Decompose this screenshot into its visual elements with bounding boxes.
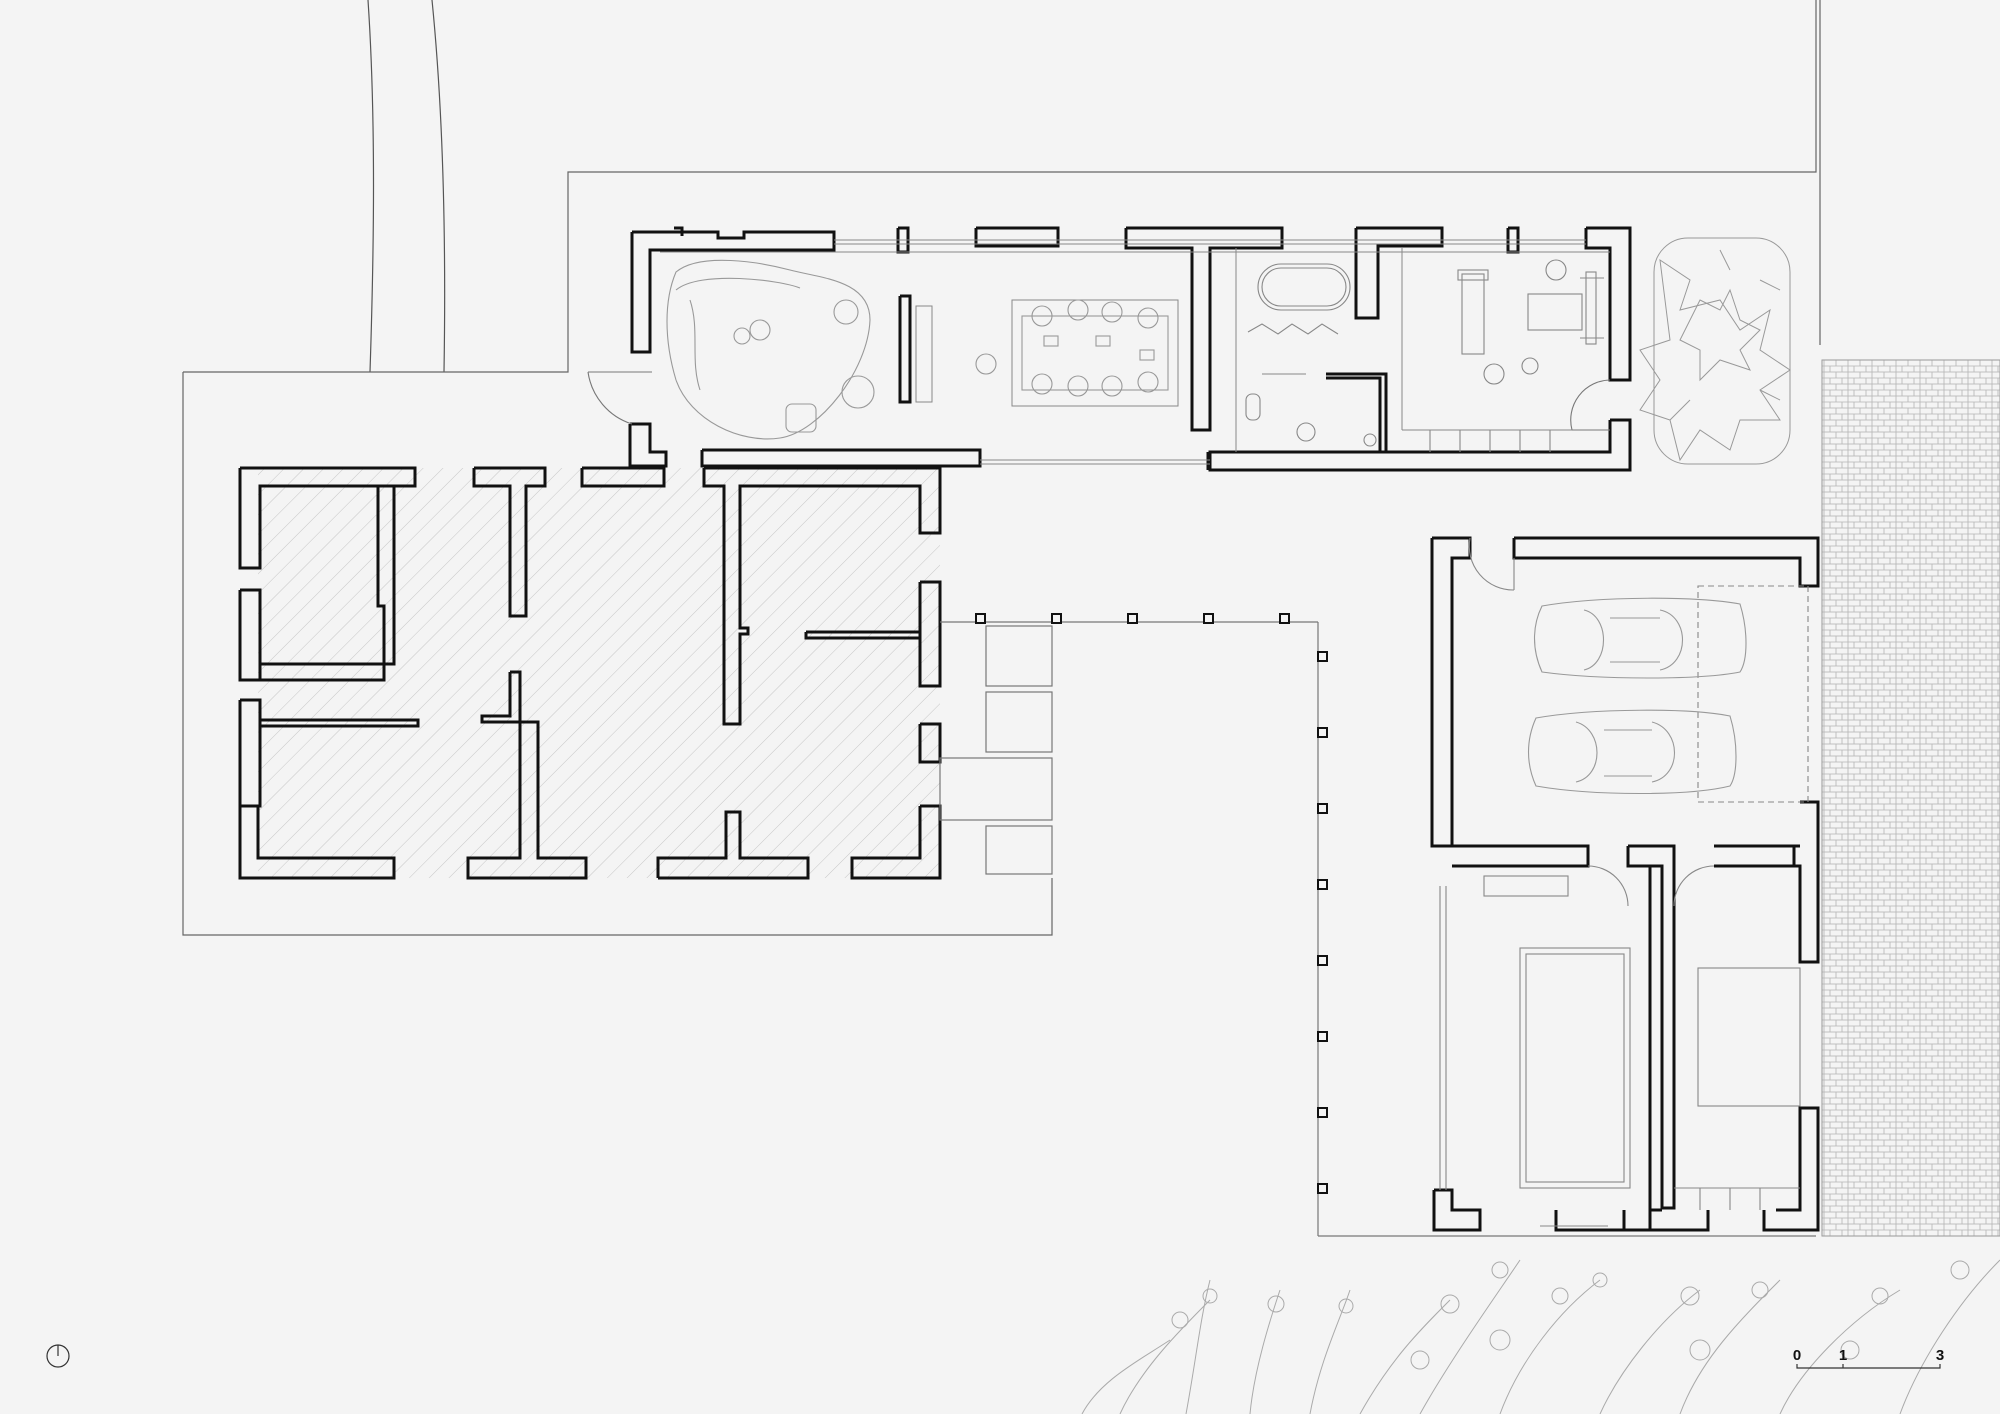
tree-canopy xyxy=(1639,237,1791,465)
site-outline xyxy=(182,0,1821,936)
terrace-steps xyxy=(939,621,1816,1237)
scale-label-1: 1 xyxy=(1839,1347,1847,1364)
main-house-walls xyxy=(238,466,942,880)
bathroom-fixtures xyxy=(1245,263,1377,447)
gym-equipment xyxy=(1402,259,1604,452)
scale-bar: 0 1 3 xyxy=(1793,1347,1944,1369)
dining-table xyxy=(1021,299,1169,397)
car-2 xyxy=(1528,709,1737,795)
pavilion-entry-door xyxy=(587,371,1611,431)
site-path xyxy=(367,0,446,373)
garage-walls xyxy=(1430,536,1820,1232)
lounge-furniture xyxy=(666,259,997,440)
scale-label-0: 0 xyxy=(1793,1347,1801,1364)
pavilion-glazing xyxy=(660,239,1610,465)
north-arrow xyxy=(46,1344,70,1368)
garage-interior xyxy=(1439,537,1809,1227)
paving-area xyxy=(1821,359,2000,1237)
pergola-posts xyxy=(975,613,1328,1194)
scale-label-3: 3 xyxy=(1936,1347,1944,1364)
garden-shrubs xyxy=(1081,1259,2000,1414)
north-pavilion-walls xyxy=(628,226,1632,472)
car-1 xyxy=(1534,597,1747,679)
main-house-floor-hatch xyxy=(258,468,940,878)
